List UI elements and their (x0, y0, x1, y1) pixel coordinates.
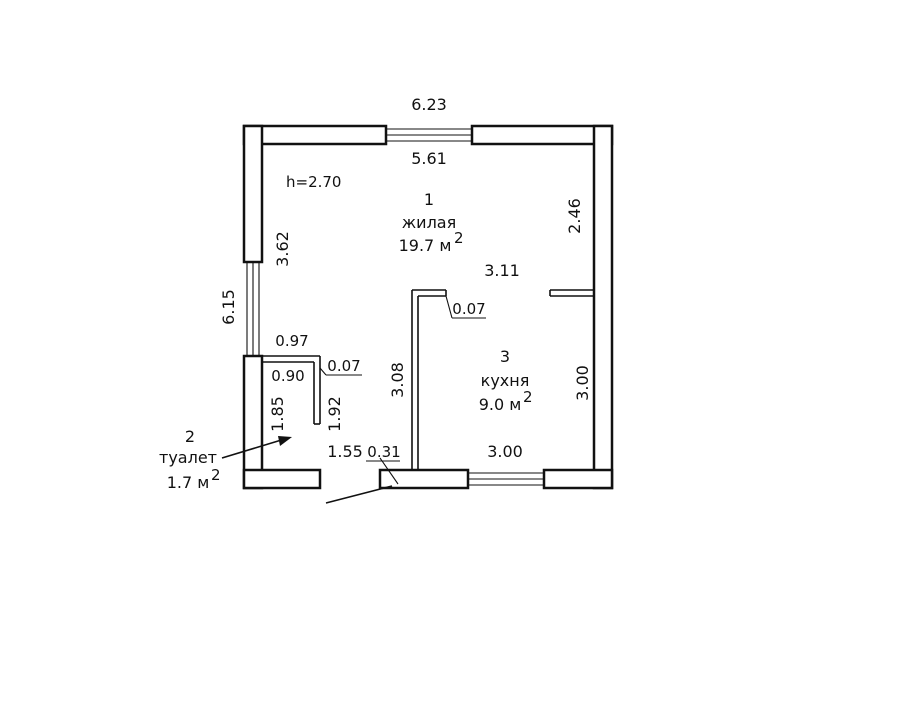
room-living-area: 19.7 м (399, 236, 452, 255)
room-living-number: 1 (424, 190, 434, 209)
wall-left-lower (242, 354, 264, 490)
room-toilet-number: 2 (185, 427, 195, 446)
room-living: 1 жилая 19.7 м 2 (399, 190, 464, 255)
partition-corridor (411, 289, 447, 470)
dim-outer-depth: 6.15 (219, 289, 238, 325)
room-kitchen-number: 3 (500, 347, 510, 366)
room-toilet: 2 туалет 1.7 м 2 (159, 427, 221, 492)
wall-top-left (242, 124, 388, 146)
dim-kitchen-bottom: 3.00 (487, 442, 523, 461)
wall-bottom-left (242, 468, 322, 490)
partition-right-stub (549, 289, 594, 297)
leader-partition-stub (445, 295, 453, 319)
dim-toilet-top: 0.97 (275, 332, 308, 350)
room-kitchen: 3 кухня 9.0 м 2 (479, 347, 533, 414)
wall-bottom-middle (378, 468, 470, 490)
dim-inner-width: 5.61 (411, 149, 447, 168)
room-kitchen-name: кухня (481, 371, 530, 390)
dim-partition-top: 3.11 (484, 261, 520, 280)
window-bottom (468, 472, 544, 486)
entrance-stub (379, 457, 399, 485)
room-height: h=2.70 (286, 173, 341, 191)
room-living-area-sup: 2 (454, 229, 464, 247)
dim-living-right: 2.46 (565, 198, 584, 234)
dim-toilet-stub: 0.07 (327, 357, 360, 375)
partition-toilet (262, 355, 321, 425)
wall-bottom-right (542, 468, 614, 490)
room-toilet-area: 1.7 м (167, 473, 210, 492)
dim-toilet-right: 1.92 (325, 396, 344, 432)
room-toilet-area-sup: 2 (211, 466, 221, 484)
dim-living-left: 3.62 (273, 231, 292, 267)
dim-toilet-left: 1.85 (268, 396, 287, 432)
room-living-name: жилая (402, 213, 456, 232)
leader-toilet-stub (319, 367, 327, 376)
dim-corridor-wall: 3.08 (388, 362, 407, 398)
toilet-pointer-arrow (221, 436, 292, 459)
dim-partition-stub: 0.07 (452, 300, 485, 318)
dim-toilet-inner: 0.90 (271, 367, 304, 385)
dim-entrance-stub: 0.31 (367, 443, 400, 461)
window-top (386, 128, 472, 142)
dim-outer-width: 6.23 (411, 95, 447, 114)
dim-entrance-width: 1.55 (327, 442, 363, 461)
dim-kitchen-right: 3.00 (573, 365, 592, 401)
entrance-line (325, 485, 393, 504)
window-left (246, 262, 260, 356)
wall-right (592, 124, 614, 490)
wall-left-upper (242, 124, 264, 264)
room-kitchen-area-sup: 2 (523, 388, 533, 406)
wall-top-right (470, 124, 614, 146)
room-toilet-name: туалет (159, 448, 217, 467)
room-kitchen-area: 9.0 м (479, 395, 522, 414)
